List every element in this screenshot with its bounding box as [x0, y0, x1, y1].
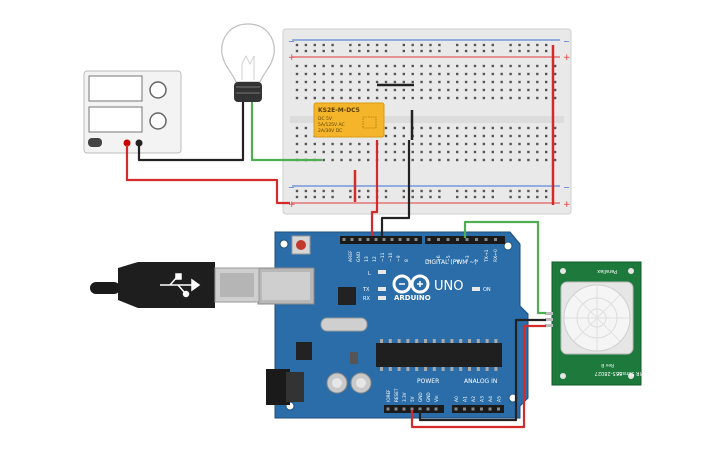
header-analog-pin-label: A0 [454, 396, 460, 402]
svg-text:+: + [288, 53, 296, 63]
header-analog[interactable] [452, 405, 504, 413]
led-l-label: L [368, 271, 371, 277]
pir-top-label: Parallax [597, 268, 617, 274]
power-label: POWER [417, 378, 439, 385]
wire-pir-5v-red [410, 324, 546, 429]
wire-bulb-relay-green [250, 102, 322, 162]
led-rx-label: RX [363, 296, 370, 302]
header-power-pin-label: RESET [394, 388, 399, 402]
header-power-pin-label: GND [426, 392, 431, 402]
filament-icon [241, 55, 255, 80]
pir-bottom-label-2: 555-28027 [595, 370, 622, 376]
wire-relay-red [370, 140, 379, 236]
header-top-pin-label: GND [356, 251, 362, 262]
usb-cable[interactable] [90, 262, 260, 308]
header-top-pin-label: 4 [455, 259, 461, 262]
crystal [320, 317, 368, 332]
usb-icon [160, 273, 201, 298]
pir-bottom-label-1: PIR Sensor [616, 370, 644, 376]
digital-label: DIGITAL (PWM ~) [425, 259, 477, 266]
relay[interactable]: KS2E-M-DC5 DC 5V 5A/125V AC 2A/30V DC [313, 102, 385, 138]
wire-bulb-supply-black [137, 102, 245, 162]
header-power-pin-label: IOREF [386, 389, 391, 402]
arduino-logo-text: ARDUINO [394, 294, 431, 302]
analog-label: ANALOG IN [464, 378, 497, 385]
header-analog-pin-label: A3 [480, 396, 486, 402]
header-top-pin-label: 13 [364, 256, 370, 262]
header-top-pin-label: ~5 [446, 255, 452, 262]
header-top-pin-label: TX→1 [484, 249, 490, 263]
arduino-logo-icon [392, 274, 430, 294]
led-tx-label: TX [362, 287, 370, 293]
relay-line3: 2A/30V DC [318, 128, 342, 134]
header-top-pin-label: ~11 [380, 252, 386, 262]
header-analog-pin-label: A1 [463, 396, 469, 402]
pir-sensor[interactable]: Parallax 555-28027 PIR Sensor Rev B [545, 261, 644, 386]
svg-text:+: + [563, 53, 571, 63]
header-top-pin-label: ~9 [396, 255, 402, 262]
svg-text:+: + [563, 200, 571, 210]
header-top-pin-label: 2 [474, 259, 480, 262]
wire-pir-gnd-black [418, 318, 546, 422]
arduino-model: UNO [434, 279, 463, 294]
header-power[interactable] [384, 405, 444, 413]
header-power-pin-label: 5V [410, 396, 415, 402]
header-top-pin-label: 12 [372, 256, 378, 262]
header-power-pin-label: 3.3V [402, 392, 407, 402]
wire-supply-red [125, 145, 290, 205]
svg-text:+: + [288, 200, 296, 210]
power-switch[interactable] [88, 138, 102, 147]
svg-text:−: − [288, 183, 295, 192]
terminal-negative[interactable] [135, 139, 143, 147]
header-top-left[interactable] [340, 236, 422, 244]
header-analog-pin-label: A4 [488, 396, 494, 402]
header-top-pin-label: ~10 [388, 252, 394, 262]
usb-chip [338, 287, 356, 305]
led-on-label: ON [483, 287, 491, 293]
header-analog-pin-label: A2 [471, 396, 477, 402]
relay-line2: 5A/125V AC [318, 122, 345, 128]
breadboard-holes [295, 43, 557, 199]
power-supply[interactable] [83, 70, 182, 154]
breadboard[interactable]: − + − + − + − + [282, 28, 572, 215]
reset-button[interactable] [296, 240, 306, 250]
header-top-pin-label: AREF [348, 250, 354, 262]
svg-text:−: − [563, 183, 570, 192]
wire-pir-signal-green [463, 220, 546, 315]
atmega-chip [376, 343, 502, 367]
svg-text:−: − [563, 37, 570, 46]
relay-schematic-icon [362, 116, 377, 129]
header-top-pin-label: ~6 [436, 255, 442, 262]
header-power-pin-label: Vin [434, 395, 439, 402]
header-power-pin-label: GND [418, 392, 423, 402]
voltage-knob[interactable] [149, 81, 167, 99]
wires [125, 102, 546, 429]
header-top-pin-label: 8 [404, 259, 410, 262]
voltage-regulator [296, 342, 312, 360]
pir-rev-label: Rev B [601, 362, 614, 368]
header-top-pin-label: 7 [427, 259, 433, 262]
relay-model: KS2E-M-DC5 [318, 107, 360, 114]
wire-relay-black [380, 140, 411, 236]
header-analog-pin-label: A5 [497, 396, 503, 402]
current-knob[interactable] [149, 112, 167, 130]
light-bulb[interactable] [221, 23, 275, 102]
header-top-pin-label: RX←0 [493, 249, 499, 262]
header-top-right[interactable] [425, 236, 505, 244]
terminal-positive[interactable] [123, 139, 131, 147]
header-top-pin-label: ~3 [465, 255, 471, 262]
svg-text:−: − [288, 37, 295, 46]
relay-line1: DC 5V [318, 116, 333, 122]
